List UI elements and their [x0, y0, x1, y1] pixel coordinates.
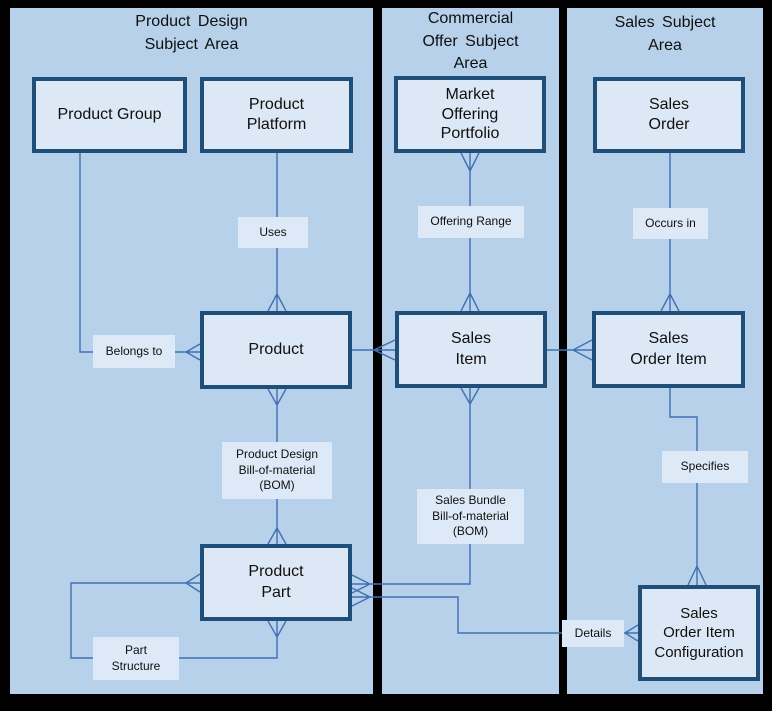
relationship-label-belongs-to: Belongs to — [93, 335, 175, 368]
relationship-label-sales-bundle-bom: Sales Bundle Bill-of-material (BOM) — [417, 489, 524, 544]
entity-market-offering-portfolio: Market Offering Portfolio — [394, 76, 546, 153]
relationship-label-offering-range: Offering Range — [418, 206, 524, 238]
relationship-label-part-structure: Part Structure — [93, 637, 179, 680]
title-commercial-offer-subject-area: Commercial Offer Subject Area — [422, 10, 519, 73]
connector-belongs-to — [79, 153, 201, 361]
entity-sales-item: Sales Item — [395, 311, 547, 388]
entity-sales-order-item-configuration: Sales Order Item Configuration — [638, 585, 760, 681]
entity-sales-order-item: Sales Order Item — [592, 311, 745, 388]
connector-product-sales-item — [352, 339, 396, 361]
relationship-label-product-design-bom: Product Design Bill-of-material (BOM) — [222, 442, 332, 499]
relationship-label-occurs-in: Occurs in — [633, 208, 708, 239]
relationship-label-details: Details — [562, 620, 624, 647]
connector-sales-item-sales-order-item — [547, 339, 593, 361]
entity-sales-order: Sales Order — [593, 77, 745, 153]
relationship-label-specifies: Specifies — [662, 451, 748, 483]
entity-product: Product — [200, 311, 352, 389]
title-product-design-subject-area: Product Design Subject Area — [135, 13, 248, 53]
entity-product-group: Product Group — [32, 77, 187, 153]
relationship-label-uses: Uses — [238, 217, 308, 248]
connector-sales-bundle-bom — [351, 387, 480, 594]
connector-specifies — [669, 388, 707, 586]
title-sales-subject-area: Sales Subject Area — [614, 14, 716, 54]
connector-details — [351, 587, 639, 642]
entity-product-part: Product Part — [200, 544, 352, 621]
connector-part-structure — [70, 573, 287, 659]
entity-product-platform: Product Platform — [200, 77, 353, 153]
